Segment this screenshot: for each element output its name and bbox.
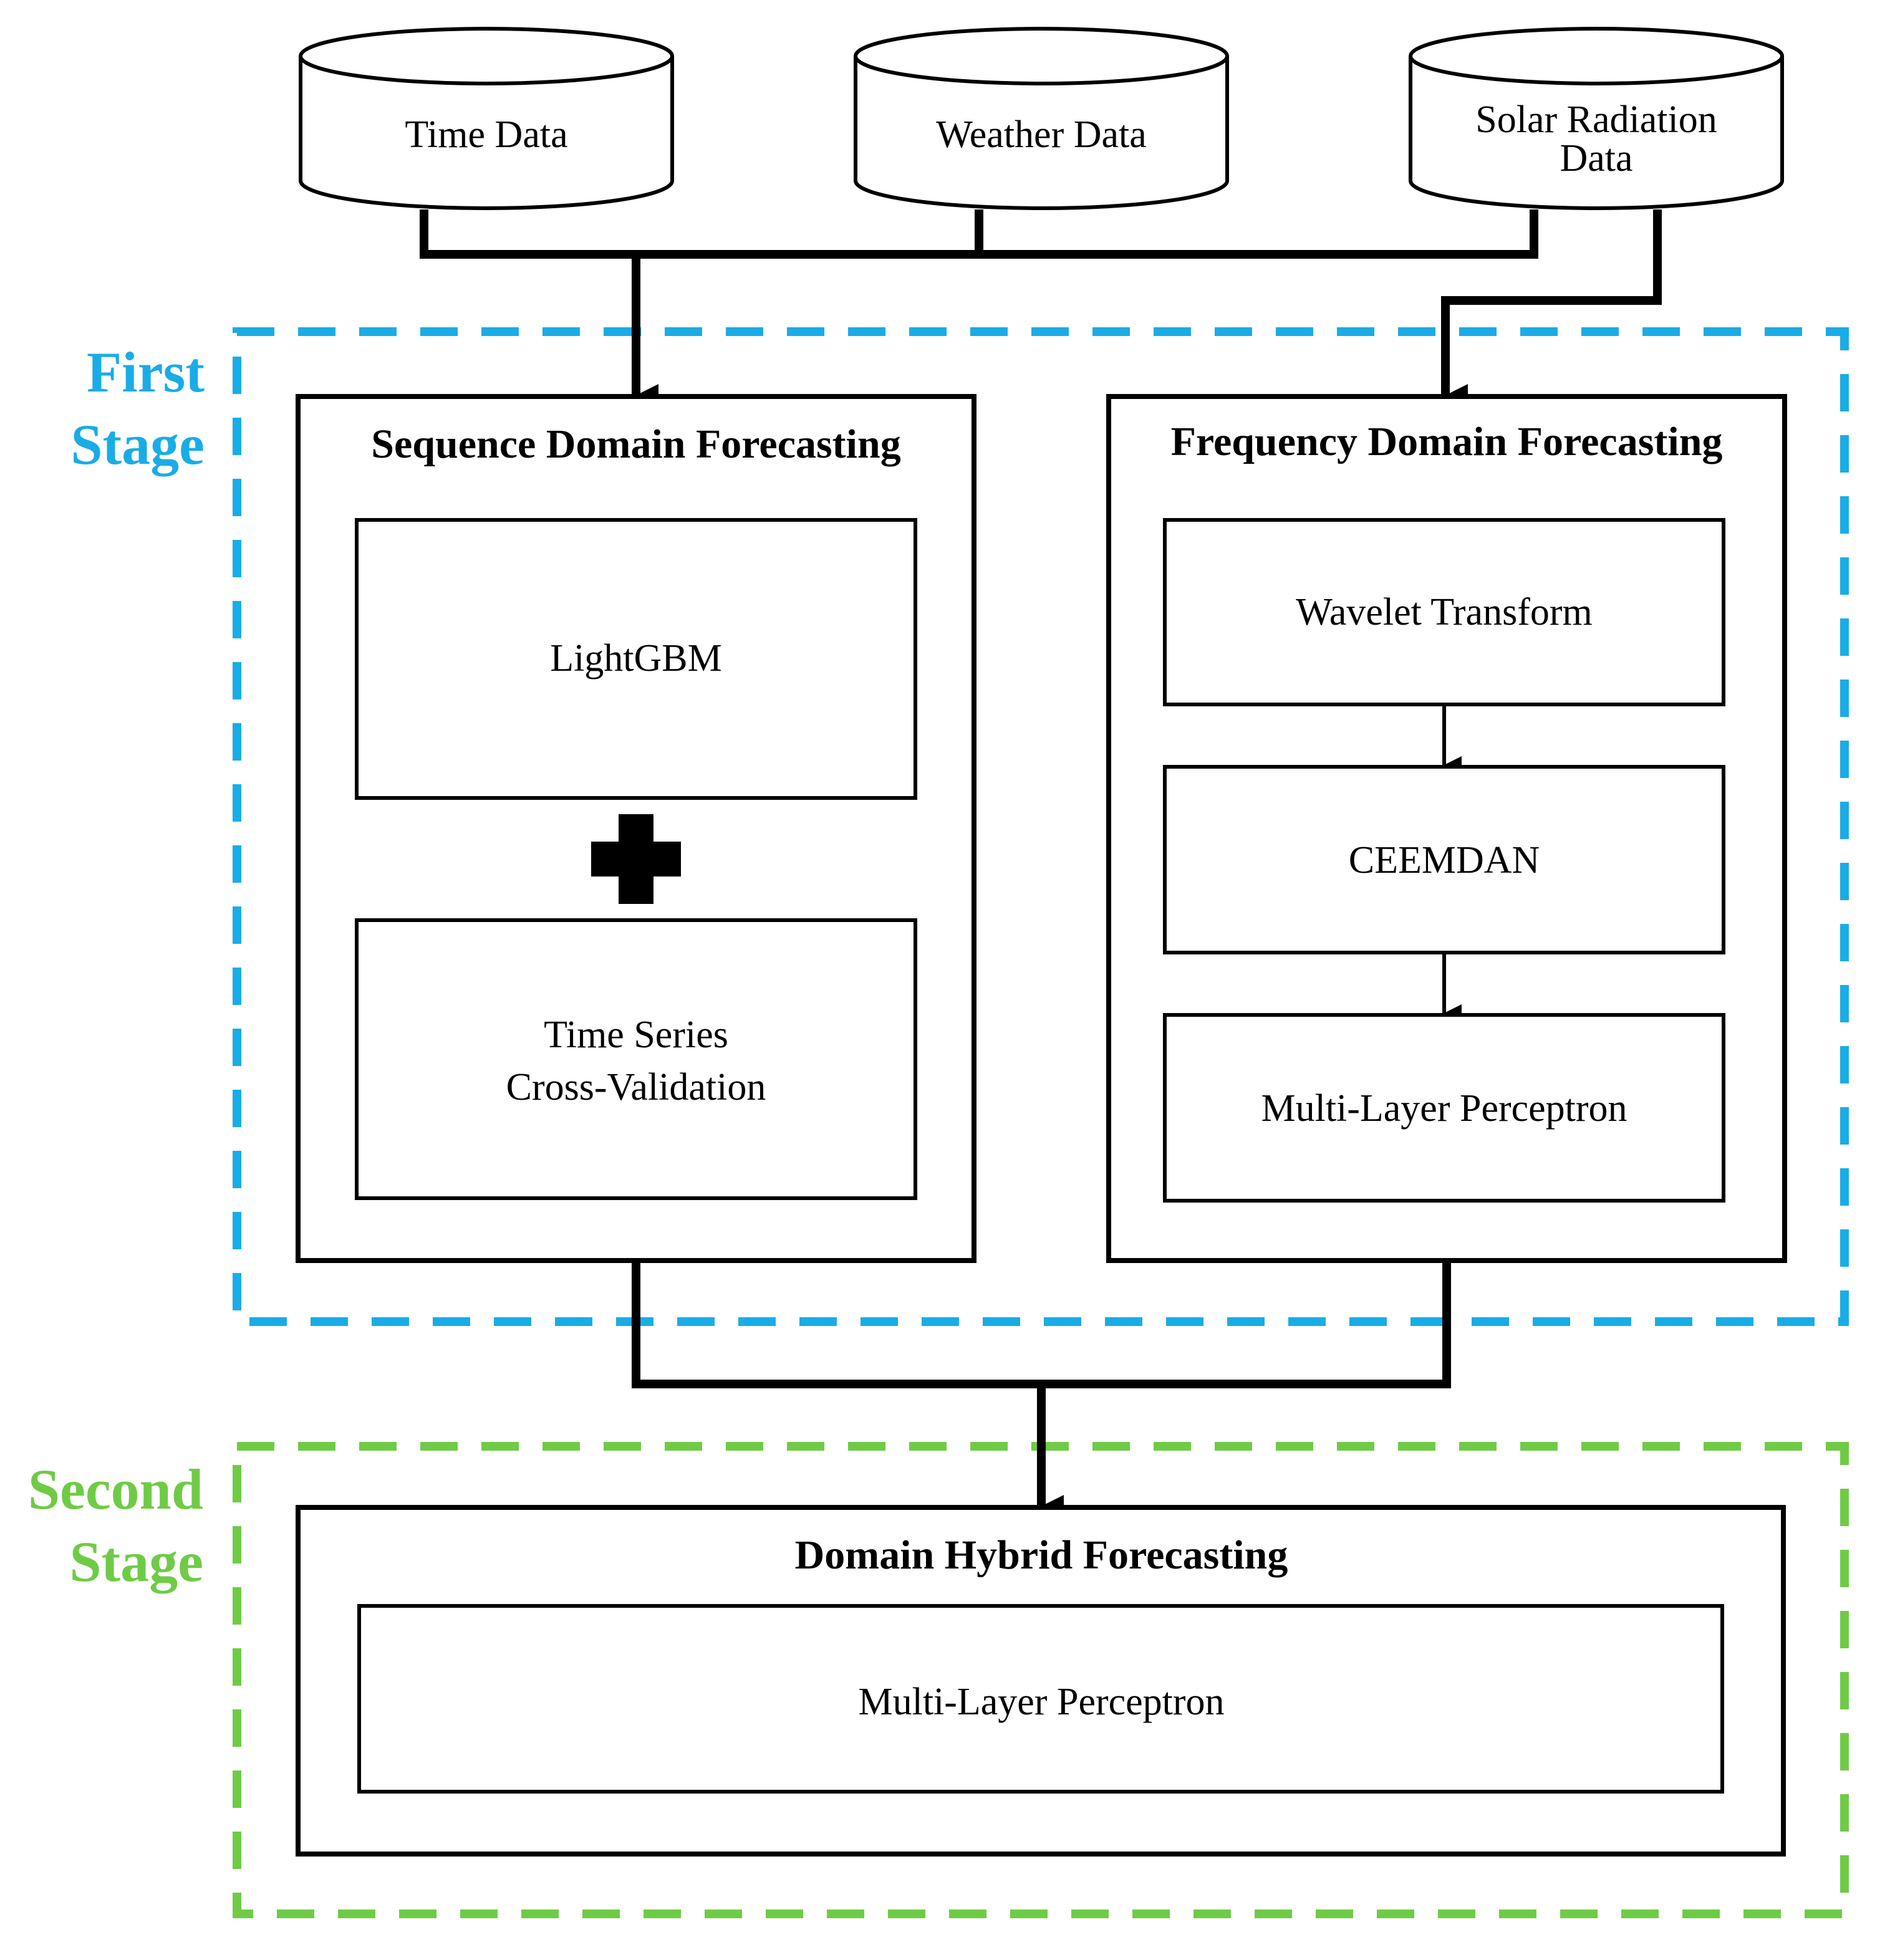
sequence-domain-title: Sequence Domain Forecasting	[371, 421, 900, 467]
hybrid-mlp-box	[357, 1604, 1724, 1794]
plus-icon	[591, 814, 681, 904]
wavelet-transform-label: Wavelet Transform	[1296, 591, 1592, 633]
ceemdan-label: CEEMDAN	[1349, 839, 1540, 882]
second-stage-label-line1: Second	[28, 1458, 203, 1521]
lightgbm-label: LightGBM	[550, 637, 722, 680]
time-series-cv-label-line1: Time Series	[544, 1014, 728, 1056]
first-stage-label-line1: First	[87, 340, 205, 404]
weather-data-label: Weather Data	[936, 113, 1147, 156]
frequency-mlp-label: Multi-Layer Perceptron	[1261, 1087, 1627, 1130]
hybrid-title: Domain Hybrid Forecasting	[795, 1532, 1288, 1578]
solar-radiation-data-label-line2: Data	[1560, 137, 1632, 180]
frequency-mlp-box	[1163, 1013, 1725, 1203]
time-series-cv-box	[355, 918, 917, 1200]
time-series-cv-label-line2: Cross-Validation	[506, 1066, 766, 1108]
first-stage-frame	[233, 327, 1849, 1326]
frequency-domain-title: Frequency Domain Forecasting	[1171, 419, 1723, 464]
solar-radiation-data-database-icon	[1409, 27, 1784, 210]
wavelet-transform-box	[1163, 518, 1725, 706]
time-data-database-icon	[299, 27, 674, 210]
second-stage-label-line2: Stage	[69, 1530, 203, 1593]
lightgbm-box	[355, 518, 917, 800]
time-data-label: Time Data	[405, 113, 567, 156]
first-stage-label-line2: Stage	[70, 413, 205, 476]
solar-radiation-data-label-line1: Solar Radiation	[1475, 98, 1717, 141]
ceemdan-box	[1163, 765, 1725, 954]
database-merge-connector	[420, 209, 1538, 259]
arrow-to-frequency-domain	[1441, 209, 1662, 409]
hybrid-mlp-label: Multi-Layer Perceptron	[858, 1681, 1224, 1723]
weather-data-database-icon	[854, 27, 1229, 210]
